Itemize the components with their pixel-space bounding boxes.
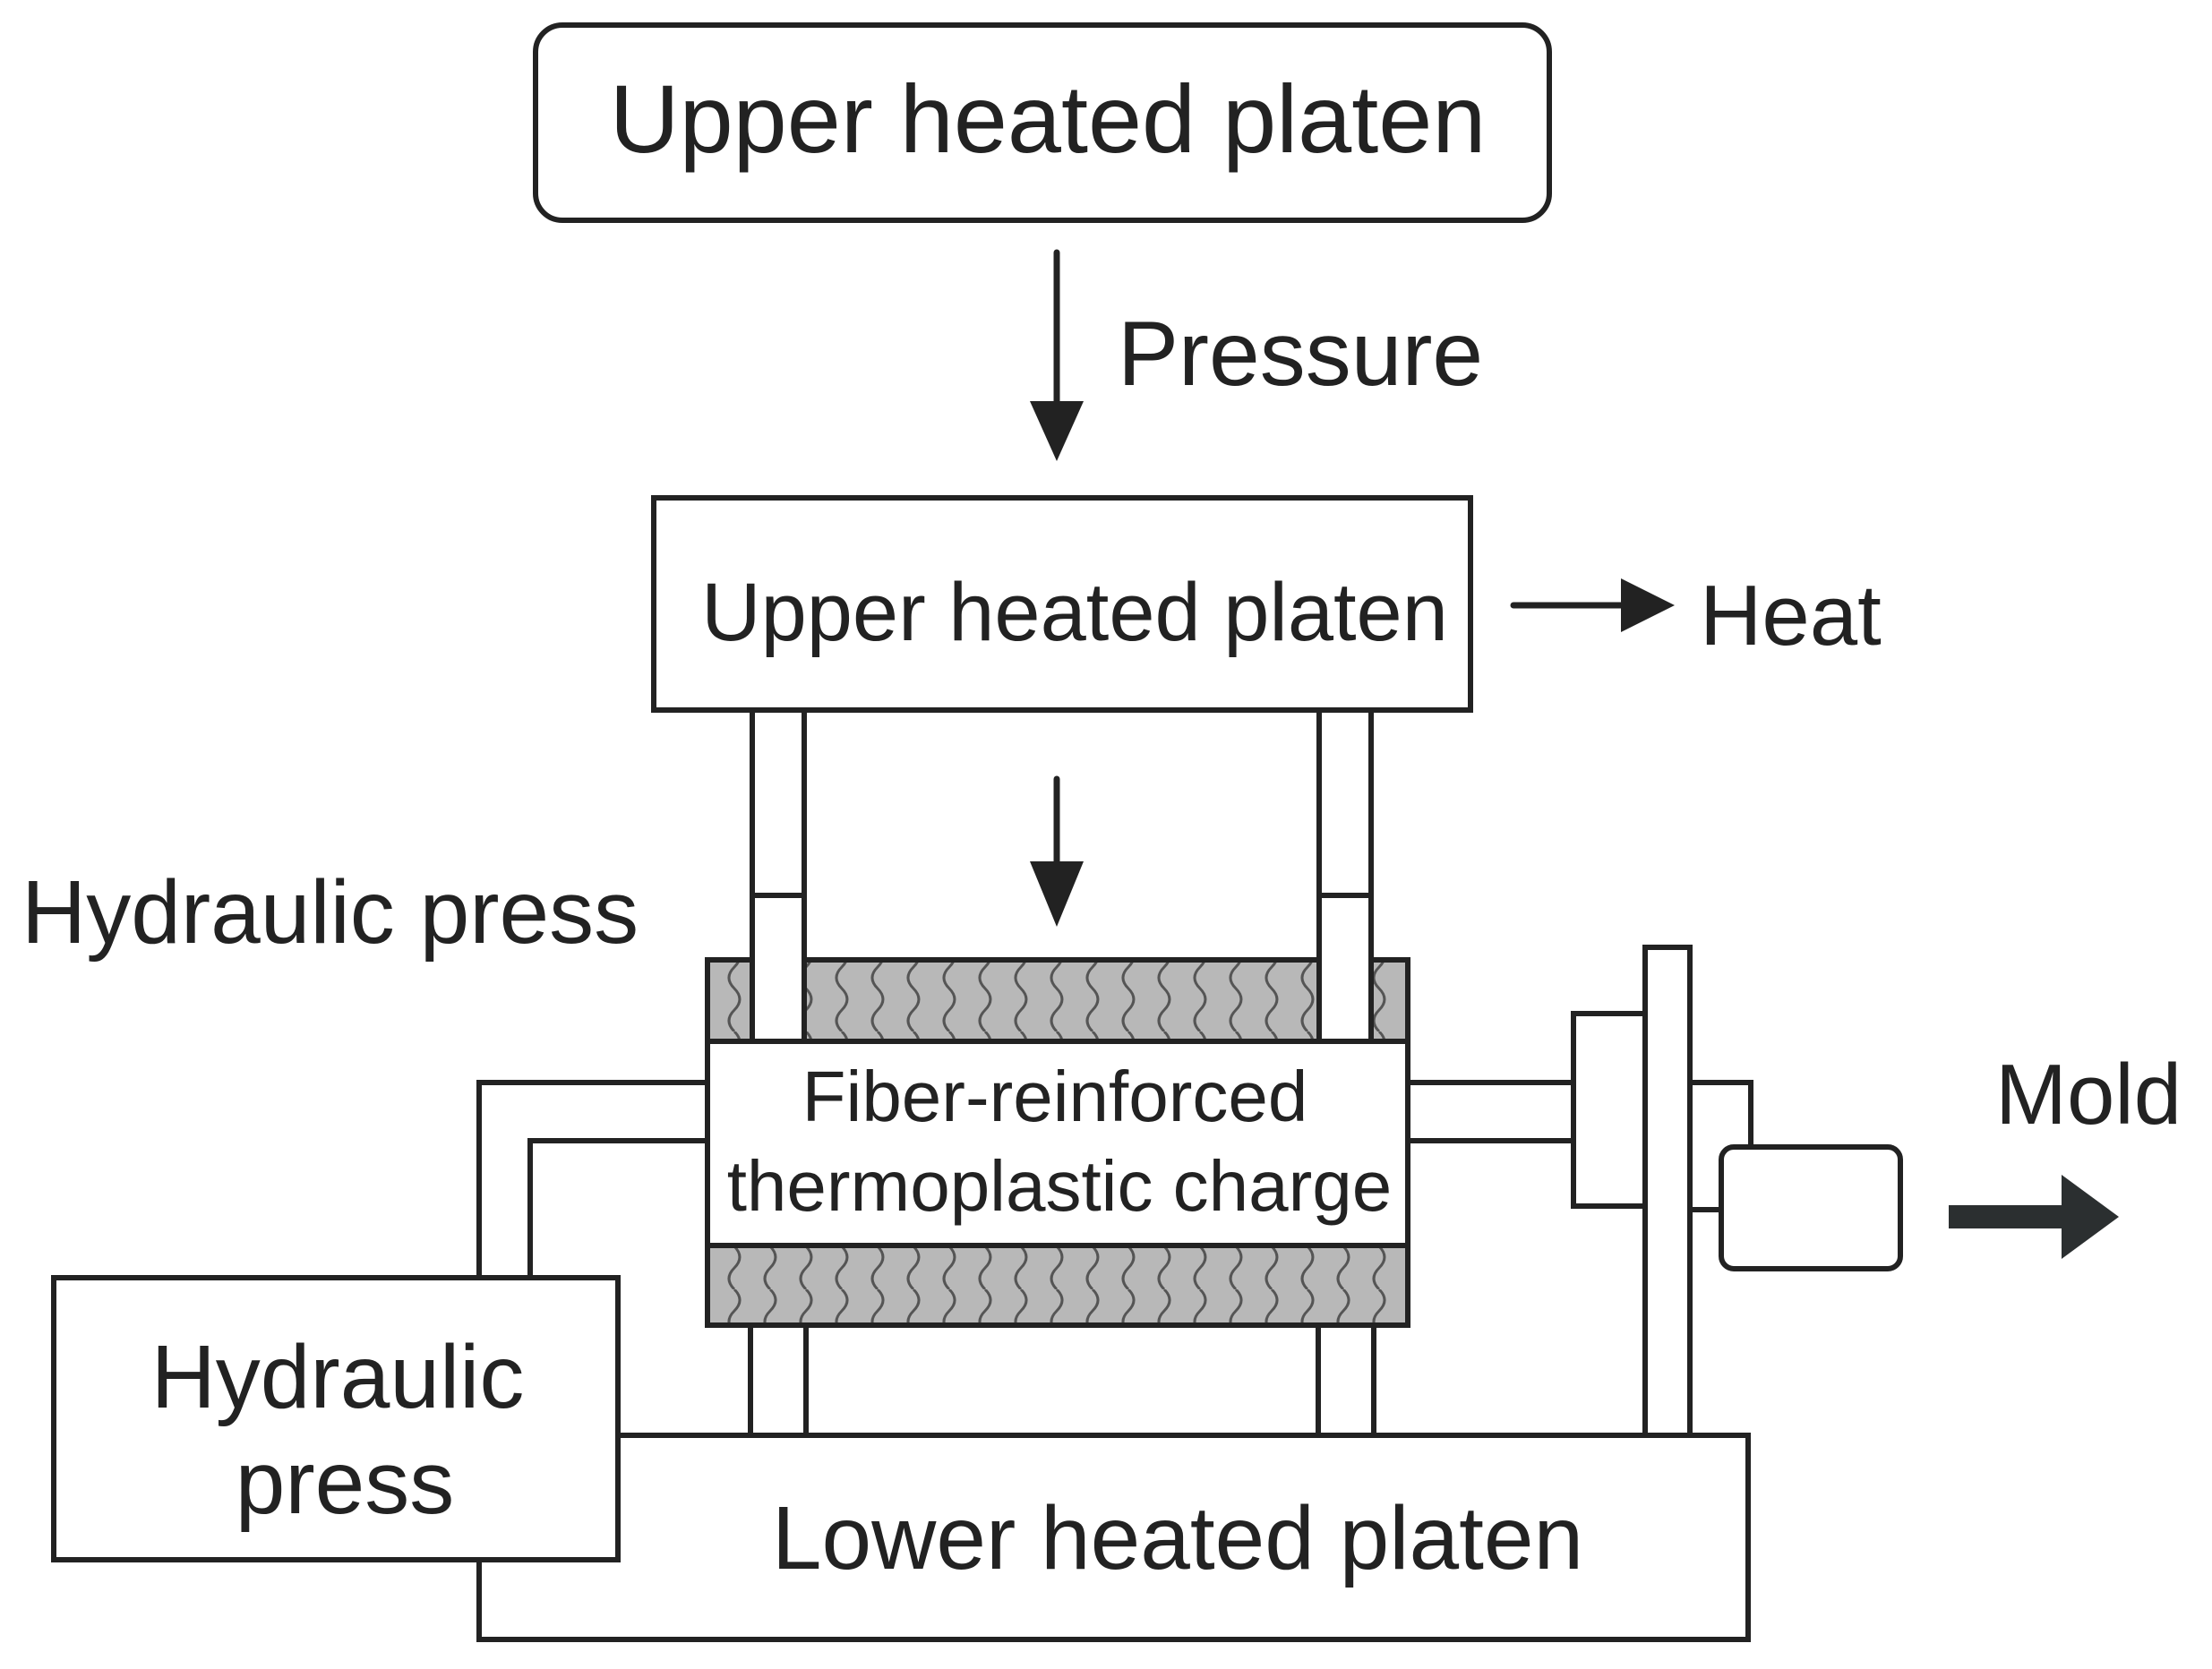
pressure-label: Pressure	[1118, 303, 1483, 405]
mold-label: Mold	[1995, 1047, 2182, 1143]
mold-mechanism	[1571, 945, 1903, 1438]
right-post-over-mold	[1316, 893, 1374, 1044]
lower-mold-half	[705, 1243, 1410, 1328]
upper-platen-label: Upper heated platen	[701, 567, 1448, 658]
hydraulic-box-line2: press	[236, 1433, 455, 1533]
lower-platen: Lower heated platen	[476, 1433, 1751, 1642]
heat-arrow	[1510, 578, 1675, 632]
hydraulic-box-line1: Hydraulic	[151, 1327, 525, 1427]
mold-arrow	[1949, 1175, 2119, 1259]
charge-line2: thermoplastic charge	[727, 1146, 1393, 1226]
top-platen-box: Upper heated platen	[533, 22, 1552, 223]
upper-platen: Upper heated platen	[651, 495, 1473, 713]
charge-box: Fiber-reinforced thermoplastic charge	[705, 1039, 1410, 1248]
lower-platen-label: Lower heated platen	[772, 1488, 1583, 1588]
hydraulic-press-box: Hydraulic press	[51, 1275, 621, 1562]
hydraulic-press-label: Hydraulic press	[21, 862, 639, 963]
top-platen-label: Upper heated platen	[610, 64, 1487, 173]
charge-line1: Fiber-reinforced	[802, 1057, 1308, 1136]
hydraulic-lines	[476, 1080, 707, 1276]
left-post-over-mold	[750, 893, 807, 1044]
upper-mold-half	[705, 957, 1410, 1045]
right-rods	[1408, 1080, 1576, 1143]
lower-guide-posts	[748, 1322, 1376, 1438]
heat-label: Heat	[1700, 568, 1882, 663]
pressure-arrow	[1030, 249, 1084, 461]
press-down-arrow	[1030, 775, 1084, 927]
